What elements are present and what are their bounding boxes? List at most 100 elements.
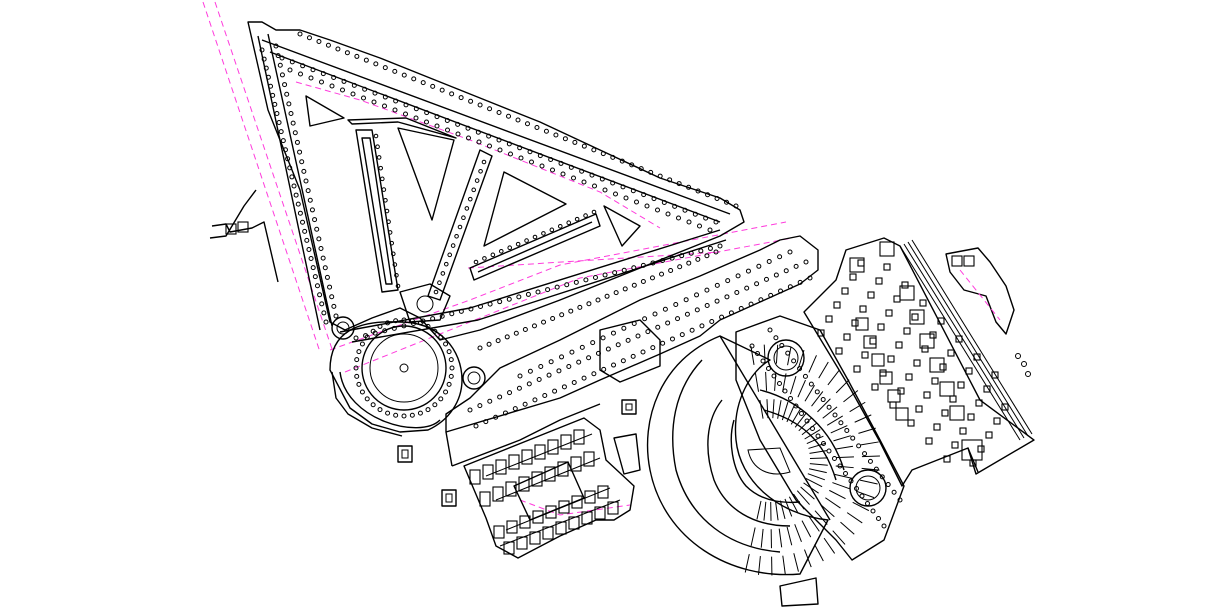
pier	[955, 335, 963, 343]
pier	[833, 301, 841, 309]
seat-wedge	[760, 528, 764, 548]
column-dot	[733, 203, 739, 209]
street-column-dot	[745, 268, 751, 274]
street-column-dot	[527, 368, 533, 374]
column-dot	[278, 129, 284, 135]
street-column-dot	[787, 249, 793, 255]
column-dot	[496, 110, 502, 116]
column-dot	[458, 308, 464, 314]
street-column-dot	[590, 340, 596, 346]
column-dot	[382, 65, 388, 71]
column-dot	[261, 56, 267, 62]
street-column-dot	[645, 329, 651, 335]
exedra-column-dot	[773, 335, 779, 341]
street-column-dot	[467, 407, 473, 413]
column-dot	[392, 107, 398, 113]
room-cell	[495, 459, 507, 475]
column-dot	[490, 252, 496, 258]
pier	[939, 363, 947, 371]
column-dot	[541, 231, 546, 236]
street-column-dot	[538, 363, 544, 369]
colonnaded-street	[445, 235, 819, 467]
column-dot	[516, 294, 522, 300]
rotunda-column-dot	[401, 317, 407, 323]
pier	[991, 371, 999, 379]
exedra-column-dot	[856, 443, 862, 449]
column-dot	[465, 125, 471, 131]
forum-colonnade-dots	[259, 31, 739, 351]
exedra-column-dot	[815, 433, 821, 439]
street-column-dot	[621, 325, 627, 331]
rotunda-column-dot	[446, 381, 452, 387]
exedra-column-dot	[749, 343, 755, 349]
column-dot	[293, 192, 299, 198]
column-dot	[373, 61, 379, 67]
exedra-column-dot	[755, 351, 760, 356]
exedra-column-dot	[810, 426, 815, 431]
column-dot	[486, 133, 492, 139]
column-dot	[468, 98, 474, 104]
street-colonnade-dots	[467, 249, 813, 429]
pier	[879, 369, 887, 377]
room-cell	[482, 464, 494, 480]
column-dot	[335, 46, 341, 52]
exedra-column-dot	[788, 396, 793, 401]
seat-wedge	[804, 384, 815, 402]
street-column-dot	[714, 282, 720, 288]
column-dot	[303, 178, 309, 184]
street-column-dot	[679, 332, 685, 338]
column-dot	[411, 76, 417, 82]
street-column-dot	[669, 336, 675, 342]
room-cell	[531, 471, 543, 487]
pier	[883, 263, 891, 271]
column-dot	[506, 113, 512, 119]
street-column-dot	[620, 358, 626, 364]
exedra-column-dot	[804, 418, 810, 424]
exedra-column-dot	[808, 381, 814, 387]
column-dot	[382, 94, 388, 100]
column-dot	[382, 103, 387, 109]
column-dot	[562, 136, 568, 142]
street-column-dot	[768, 292, 774, 298]
street-column-dot	[611, 362, 617, 368]
room-cell	[469, 469, 481, 485]
column-dot	[295, 201, 301, 207]
column-dot	[461, 215, 466, 221]
rotunda-column-dot	[364, 396, 370, 402]
street-column-dot	[579, 344, 585, 350]
large-pier	[909, 309, 925, 325]
column-dot	[704, 253, 710, 259]
seat-wedge	[852, 501, 870, 512]
column-dot	[340, 87, 345, 93]
pier	[975, 399, 983, 407]
street-column-dot	[778, 288, 784, 294]
rotunda-column-dot	[438, 334, 444, 340]
column-dot	[306, 246, 312, 252]
column-dot	[437, 280, 442, 286]
column-dot	[434, 123, 440, 129]
column-dot	[314, 283, 320, 289]
street-column-dot	[526, 381, 532, 387]
column-dot	[554, 284, 560, 290]
pier	[877, 323, 885, 331]
street-column-dot	[507, 390, 513, 396]
column-dot	[497, 147, 503, 153]
room-cell	[534, 444, 546, 460]
rotunda-column-dot	[377, 323, 383, 329]
rotunda-column-dot	[446, 349, 452, 355]
column-dot	[372, 90, 378, 96]
seat-wedge	[775, 501, 779, 521]
column-dot	[577, 304, 583, 310]
column-dot	[450, 243, 456, 248]
large-pier	[949, 405, 965, 421]
column-dot	[668, 267, 674, 273]
column-dot	[665, 211, 671, 217]
column-dot	[341, 78, 347, 84]
column-dot	[560, 171, 566, 177]
column-dot	[394, 272, 399, 278]
street-column-dot	[631, 321, 637, 327]
exedra-column-dot	[793, 403, 799, 409]
street-column-dot	[536, 377, 542, 383]
rotunda-colonnade-dots	[353, 317, 455, 419]
